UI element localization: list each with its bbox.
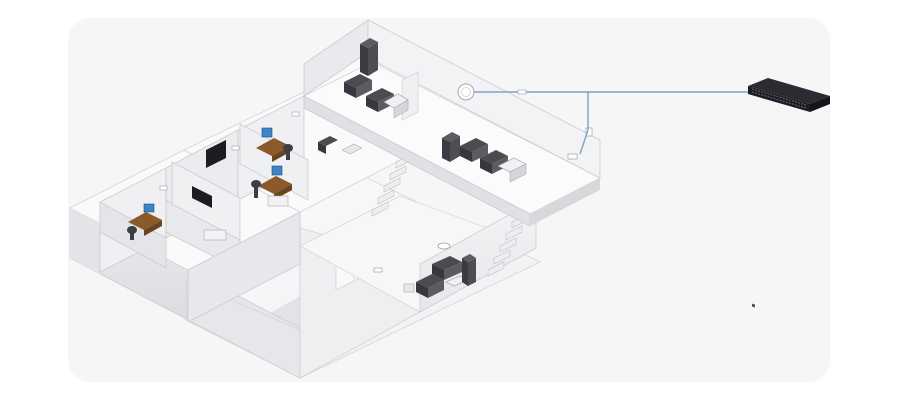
sofa-icon: [318, 136, 363, 155]
wall-tv-icon: [192, 140, 226, 208]
server-rack-icon: [360, 38, 378, 76]
server-rack-icon: [442, 132, 460, 162]
camera-icon: [159, 185, 168, 191]
sofa-icon: [344, 74, 409, 119]
top-level: [303, 19, 601, 227]
desk-workstation-icon: [127, 203, 162, 240]
staircase-icon: [371, 153, 413, 217]
server-rack-icon: [462, 254, 476, 286]
camera-icon: [373, 267, 383, 273]
camera-icon: [231, 145, 240, 151]
camera-icon: [291, 111, 300, 117]
network-switch-icon: [748, 78, 830, 308]
access-point-icon: [457, 83, 475, 101]
sofa-icon: [460, 138, 527, 183]
access-point-icon: [437, 242, 451, 250]
camera-icon: [567, 127, 593, 160]
network-cables: [474, 89, 750, 155]
mid-lounge: [299, 195, 537, 313]
desk-workstation-icon: [256, 127, 293, 162]
